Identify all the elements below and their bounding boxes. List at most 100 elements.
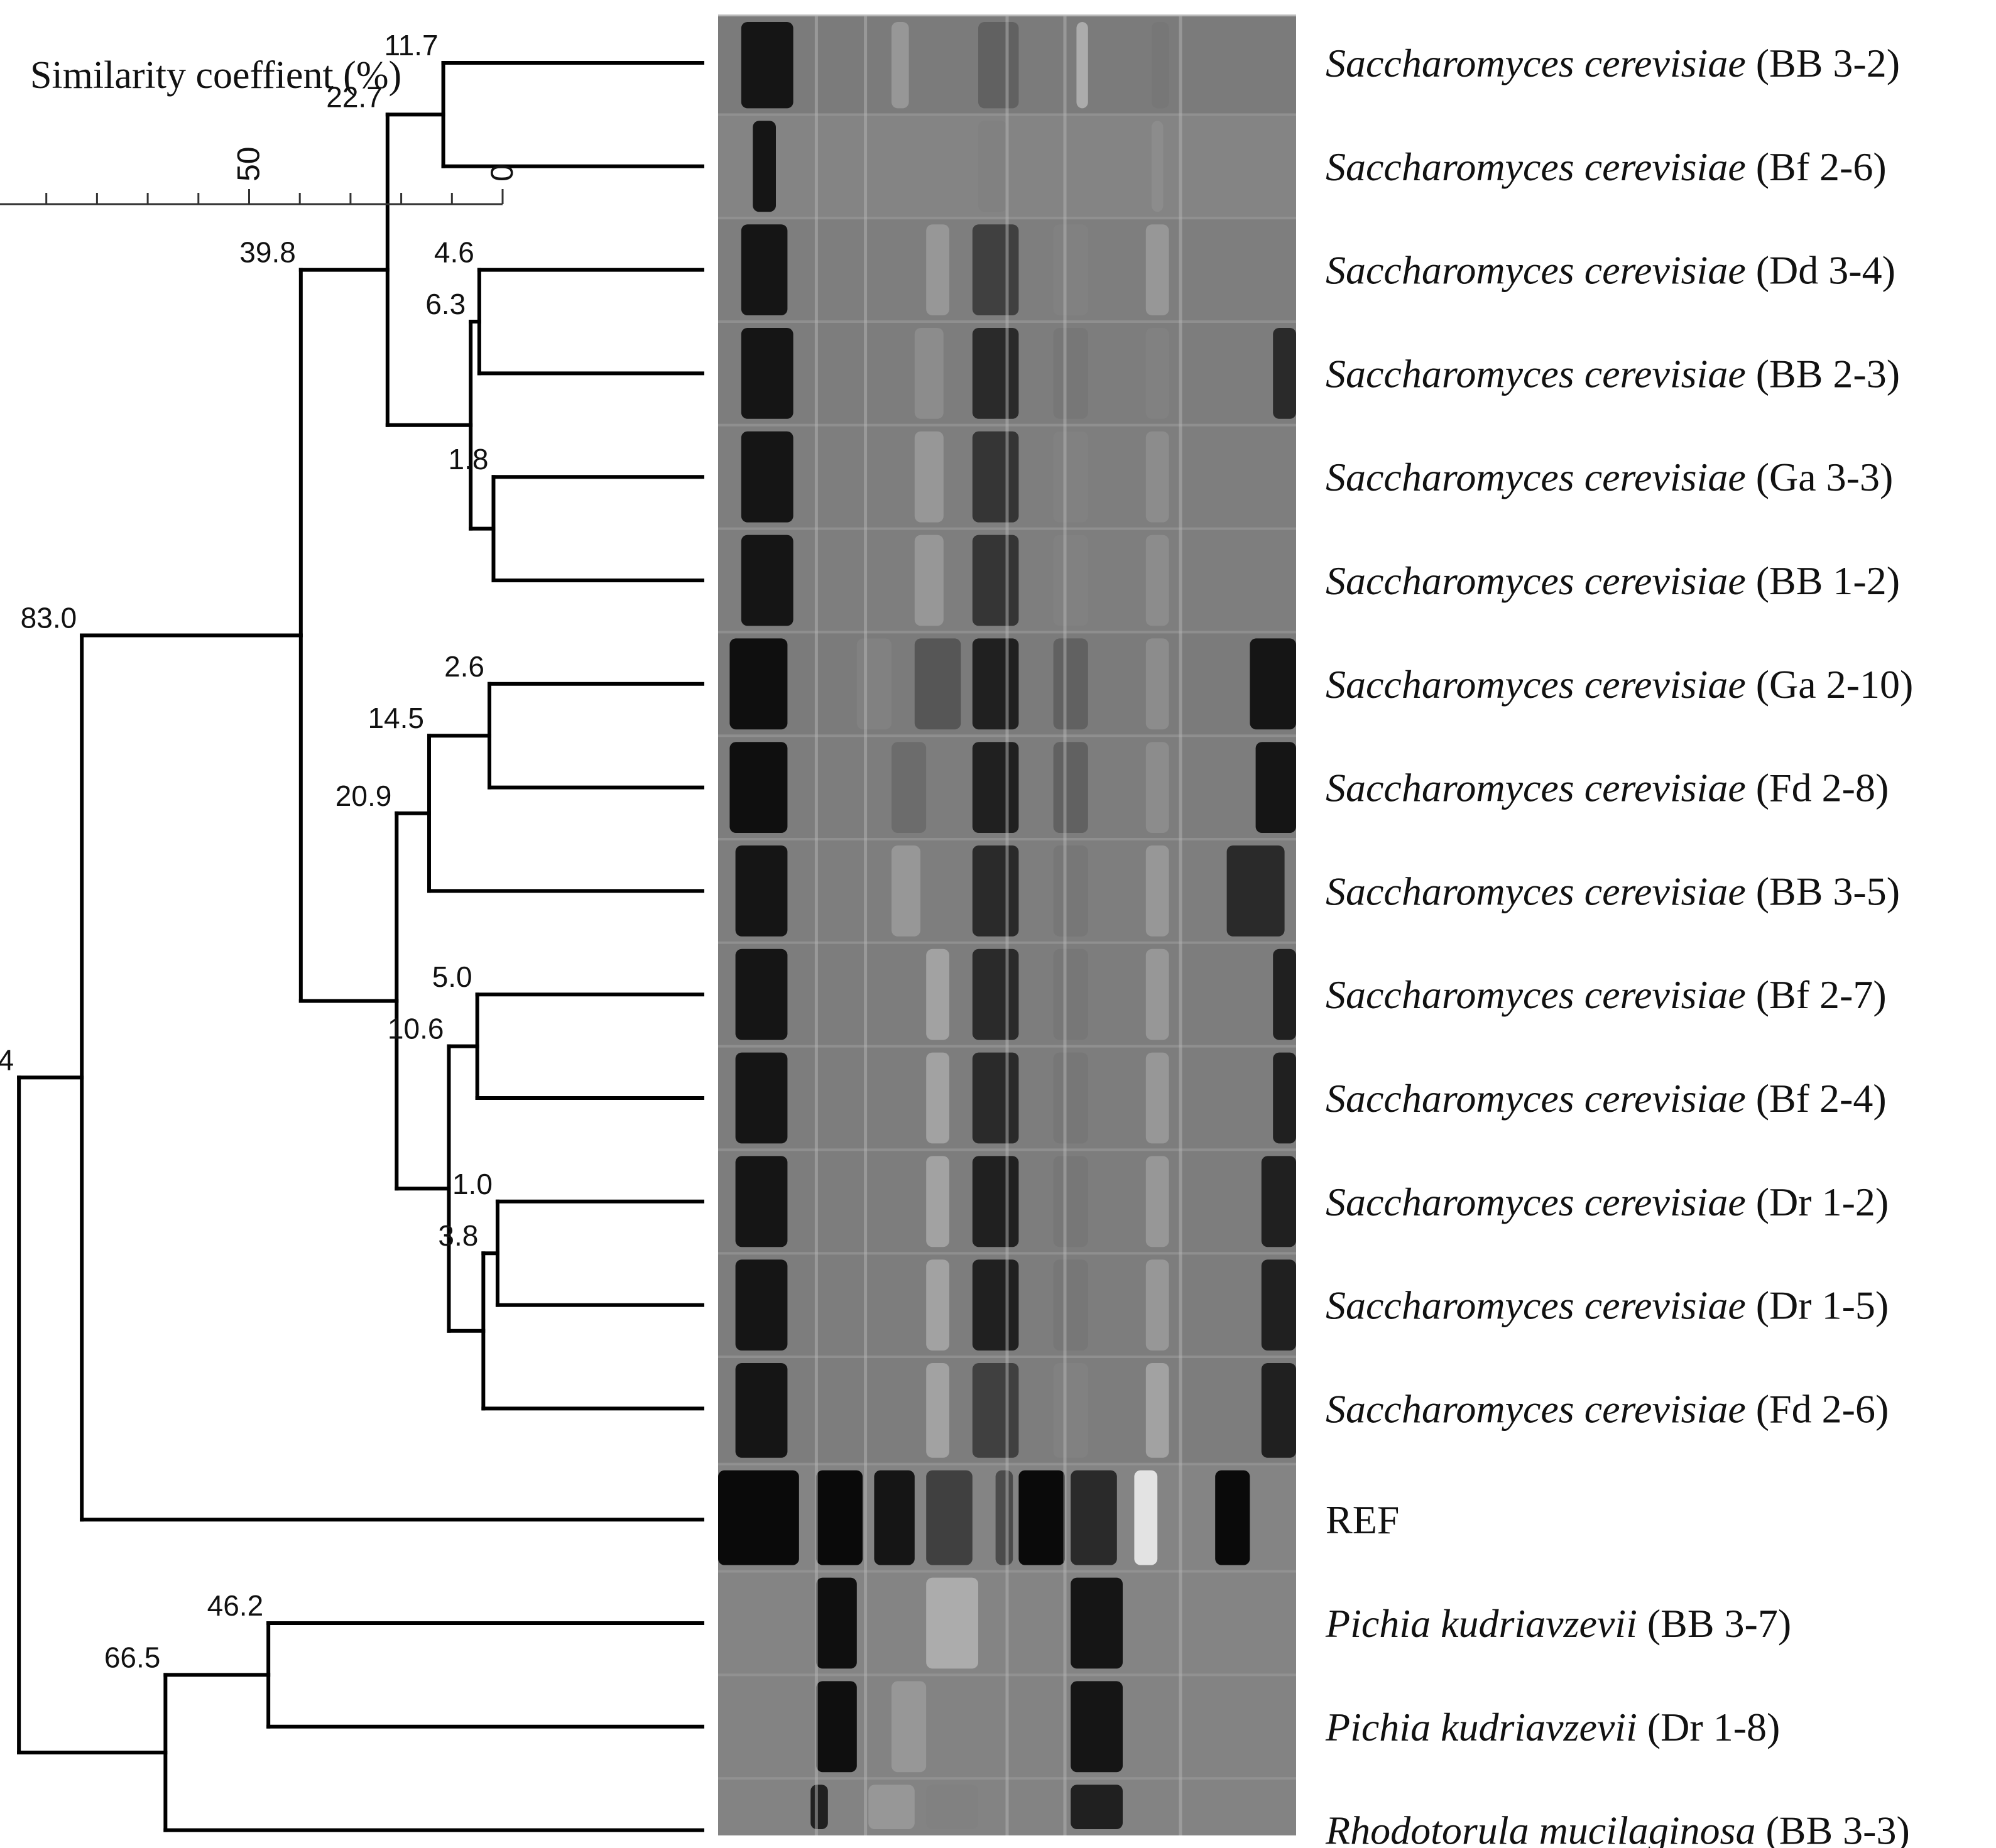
leaf-label: Saccharomyces cerevisiae (BB 3-5) bbox=[1326, 869, 1900, 913]
gel-band bbox=[972, 1259, 1019, 1351]
gel-band bbox=[816, 1577, 857, 1669]
gel-band bbox=[1053, 328, 1088, 419]
leaf-strain: (Fd 2-6) bbox=[1746, 1386, 1889, 1431]
gel-band bbox=[741, 328, 793, 419]
leaf-species: Saccharomyces cerevisiae bbox=[1326, 455, 1746, 499]
gel-band bbox=[1273, 948, 1296, 1040]
gel-band bbox=[926, 948, 949, 1040]
leaf-species: Saccharomyces cerevisiae bbox=[1326, 1076, 1746, 1121]
leaf-species: Saccharomyces cerevisiae bbox=[1326, 766, 1746, 810]
gel-band bbox=[1145, 1363, 1169, 1458]
leaf-species: Saccharomyces cerevisiae bbox=[1326, 41, 1746, 85]
gel-band bbox=[892, 1681, 927, 1773]
node-similarity-label: 5.0 bbox=[432, 960, 472, 993]
leaf-strain: (BB 3-7) bbox=[1637, 1601, 1791, 1646]
leaf-species: Saccharomyces cerevisiae bbox=[1326, 869, 1746, 913]
gel-band bbox=[1145, 1156, 1169, 1247]
gel-band bbox=[1076, 22, 1088, 109]
leaf-label: Saccharomyces cerevisiae (Dr 1-2) bbox=[1326, 1180, 1889, 1224]
gel-band bbox=[1053, 742, 1088, 833]
leaf-strain: (Fd 2-8) bbox=[1746, 766, 1889, 810]
gel-band bbox=[741, 22, 793, 109]
gel-band bbox=[926, 1363, 949, 1458]
gel-band bbox=[892, 742, 927, 833]
leaf-species: Saccharomyces cerevisiae bbox=[1326, 972, 1746, 1017]
leaf-strain: (BB 3-3) bbox=[1755, 1808, 1909, 1848]
leaf-strain: (Bf 2-6) bbox=[1746, 144, 1887, 189]
gel-band bbox=[978, 121, 1007, 212]
gel-band bbox=[1145, 328, 1169, 419]
leaf-strain: (Dr 1-5) bbox=[1746, 1283, 1889, 1328]
gel-band bbox=[741, 535, 793, 626]
gel-band bbox=[972, 638, 1019, 730]
node-labels: 11.74.61.86.322.72.614.55.01.03.810.620.… bbox=[0, 29, 493, 1673]
leaf-species: Saccharomyces cerevisiae bbox=[1326, 351, 1746, 396]
leaf-strain: (Bf 2-4) bbox=[1746, 1076, 1887, 1121]
node-similarity-label: 46.2 bbox=[207, 1589, 264, 1622]
gel-band bbox=[1053, 1363, 1088, 1458]
gel-band bbox=[972, 224, 1019, 315]
gel-band bbox=[926, 1156, 949, 1247]
gel-band bbox=[972, 1363, 1019, 1458]
gel-band bbox=[735, 845, 788, 937]
leaf-label: Saccharomyces cerevisiae (Bf 2-4) bbox=[1326, 1076, 1887, 1121]
leaf-label: Saccharomyces cerevisiae (Fd 2-8) bbox=[1326, 766, 1889, 810]
node-similarity-label: 1.0 bbox=[452, 1168, 493, 1200]
leaf-strain: (BB 2-3) bbox=[1746, 351, 1900, 396]
gel-band bbox=[735, 1156, 788, 1247]
gel-band bbox=[926, 1577, 978, 1669]
gel-band bbox=[753, 121, 776, 212]
gel-band bbox=[1053, 1052, 1088, 1144]
gel-band bbox=[1152, 121, 1164, 212]
gel-band bbox=[1152, 22, 1169, 109]
gel-band bbox=[1273, 328, 1296, 419]
leaf-species: Saccharomyces cerevisiae bbox=[1326, 1386, 1746, 1431]
leaf-strain: (BB 1-2) bbox=[1746, 558, 1900, 603]
gel-band bbox=[1255, 742, 1296, 833]
gel-image bbox=[718, 14, 1296, 1835]
gel-band bbox=[972, 1156, 1019, 1247]
leaf-strain: (BB 3-2) bbox=[1746, 41, 1900, 85]
gel-band bbox=[810, 1785, 828, 1829]
leaf-strain: (Ga 2-10) bbox=[1746, 662, 1914, 707]
node-similarity-label: 14.5 bbox=[368, 702, 424, 734]
leaf-species: Saccharomyces cerevisiae bbox=[1326, 144, 1746, 189]
gel-band bbox=[972, 845, 1019, 937]
node-similarity-label: 2.6 bbox=[444, 650, 484, 683]
leaf-label: Saccharomyces cerevisiae (Ga 3-3) bbox=[1326, 455, 1893, 499]
gel-band bbox=[914, 328, 944, 419]
gel-band bbox=[735, 1052, 788, 1144]
gel-band bbox=[1053, 845, 1088, 937]
node-similarity-label: 1.8 bbox=[449, 443, 489, 476]
leaf-label: Saccharomyces cerevisiae (Fd 2-6) bbox=[1326, 1386, 1889, 1431]
node-similarity-label: 10.6 bbox=[388, 1013, 444, 1045]
gel-band bbox=[926, 1052, 949, 1144]
leaf-species: Saccharomyces cerevisiae bbox=[1326, 1180, 1746, 1224]
leaf-label: Pichia kudriavzevii (Dr 1-8) bbox=[1325, 1705, 1780, 1749]
leaf-species: Pichia kudriavzevii bbox=[1325, 1601, 1637, 1646]
leaf-label: Saccharomyces cerevisiae (Bf 2-7) bbox=[1326, 972, 1887, 1017]
gel-band bbox=[1145, 845, 1169, 937]
gel-band bbox=[926, 1259, 949, 1351]
node-similarity-label: 11.7 bbox=[384, 29, 438, 62]
leaf-strain: (BB 3-5) bbox=[1746, 869, 1900, 913]
gel-band bbox=[914, 431, 944, 523]
gel-band bbox=[1145, 224, 1169, 315]
leaf-label: Saccharomyces cerevisiae (Bf 2-6) bbox=[1326, 144, 1887, 189]
gel-band bbox=[978, 22, 1019, 109]
scale-title: Similarity coeffient (%) bbox=[30, 54, 401, 97]
leaf-strain: (Dr 1-8) bbox=[1637, 1705, 1780, 1749]
leaf-strain: (Dr 1-2) bbox=[1746, 1180, 1889, 1224]
leaf-species: Rhodotorula mucilaginosa bbox=[1325, 1808, 1755, 1848]
gel-band bbox=[816, 1470, 863, 1565]
gel-band bbox=[926, 1470, 973, 1565]
leaf-strain: (Dd 3-4) bbox=[1746, 248, 1895, 293]
gel-band bbox=[1145, 431, 1169, 523]
leaf-species: Pichia kudriavzevii bbox=[1325, 1705, 1637, 1749]
gel-band bbox=[926, 224, 949, 315]
gel-band bbox=[1071, 1785, 1123, 1829]
gel-band bbox=[972, 742, 1019, 833]
leaf-label: Saccharomyces cerevisiae (BB 1-2) bbox=[1326, 558, 1900, 603]
